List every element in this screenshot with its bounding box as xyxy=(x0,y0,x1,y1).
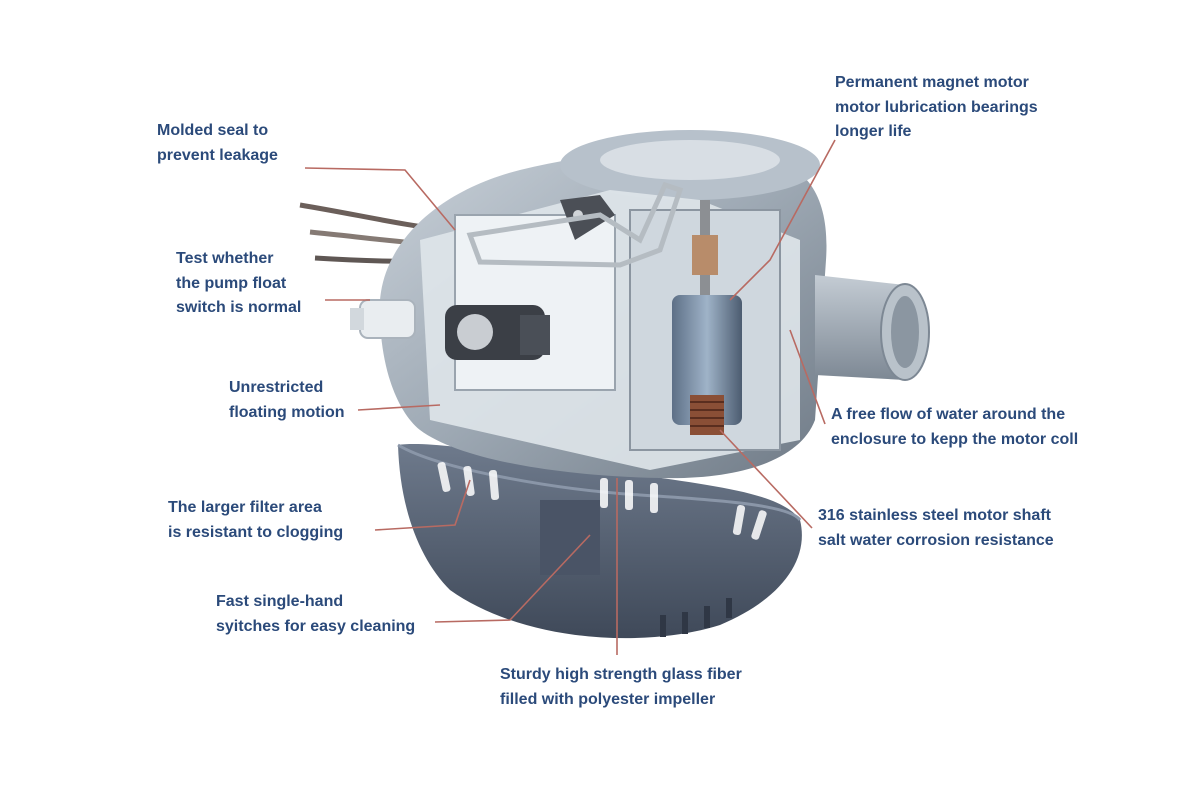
label-water-flow: A free flow of water around the enclosur… xyxy=(831,403,1078,452)
label-motor-shaft: 316 stainless steel motor shaft salt wat… xyxy=(818,504,1054,553)
label-line: The larger filter area xyxy=(168,499,322,516)
label-line: floating motion xyxy=(229,403,345,421)
leader-single-hand xyxy=(434,534,591,623)
label-single-hand: Fast single-hand syitches for easy clean… xyxy=(216,590,415,639)
label-line: Unrestricted xyxy=(229,379,324,396)
lift-handle xyxy=(466,181,684,268)
label-line: filled with polyester impeller xyxy=(500,690,716,708)
label-line: Molded seal to xyxy=(157,122,269,139)
leader-motor-shaft xyxy=(719,429,813,529)
leader-magnet-motor xyxy=(729,139,836,301)
label-float-switch: Test whether the pump float switch is no… xyxy=(176,247,301,321)
leader-filter-area xyxy=(374,479,471,531)
label-line: longer life xyxy=(835,123,912,140)
label-line: Test whether xyxy=(176,250,274,267)
label-line: syitches for easy cleaning xyxy=(216,617,416,635)
connector-plug xyxy=(350,299,416,339)
label-line: the pump float xyxy=(176,274,287,292)
leader-water-flow xyxy=(789,329,826,425)
label-line: Sturdy high strength glass fiber xyxy=(500,666,742,683)
label-line: salt water corrosion resistance xyxy=(818,531,1054,549)
label-molded-seal: Molded seal to prevent leakage xyxy=(157,119,278,168)
label-floating-motion: Unrestricted floating motion xyxy=(229,376,345,425)
label-magnet-motor: Permanent magnet motor motor lubrication… xyxy=(835,71,1038,145)
strainer-base xyxy=(397,443,802,639)
label-line: switch is normal xyxy=(176,299,302,316)
label-line: 316 stainless steel motor shaft xyxy=(818,507,1051,524)
label-line: is resistant to clogging xyxy=(168,523,344,541)
motor-assembly xyxy=(672,200,742,435)
leader-lines xyxy=(304,139,836,655)
label-line: motor lubrication bearings xyxy=(835,98,1038,116)
leader-floating-motion xyxy=(357,404,441,411)
label-line: enclosure to kepp the motor coll xyxy=(831,430,1079,448)
label-line: Permanent magnet motor xyxy=(835,74,1029,91)
label-line: prevent leakage xyxy=(157,146,278,164)
label-impeller: Sturdy high strength glass fiber filled … xyxy=(500,663,742,712)
label-filter-area: The larger filter area is resistant to c… xyxy=(168,496,343,545)
outlet-pipe xyxy=(815,275,930,381)
label-line: Fast single-hand xyxy=(216,593,344,610)
label-line: A free flow of water around the xyxy=(831,406,1066,423)
leader-molded-seal xyxy=(304,167,456,231)
float-switch xyxy=(445,195,615,360)
